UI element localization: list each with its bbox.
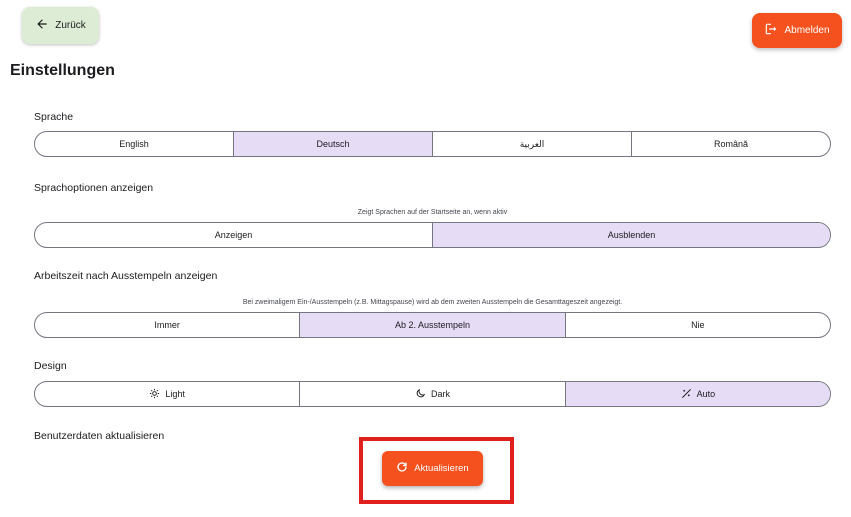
worktime-hint: Bei zweimaligem Ein-/Ausstempeln (z.B. M…	[242, 299, 623, 306]
language-section-label: Sprache	[34, 111, 74, 123]
back-button[interactable]: Zurück	[22, 7, 99, 44]
user-data-section-label: Benutzerdaten aktualisieren	[34, 430, 165, 442]
language-options-selector: Anzeigen Ausblenden	[34, 222, 831, 248]
language-options-hide[interactable]: Ausblenden	[433, 223, 830, 247]
worktime-option-second-clockout[interactable]: Ab 2. Ausstempeln	[300, 313, 566, 337]
auto-theme-icon	[681, 388, 692, 401]
language-option-english[interactable]: English	[35, 132, 234, 156]
design-option-auto[interactable]: Auto	[565, 382, 830, 406]
design-selector: Light Dark Auto	[34, 381, 831, 407]
language-option-romanian[interactable]: Română	[713, 139, 749, 149]
worktime-option-always[interactable]: Immer	[35, 313, 301, 337]
refresh-icon	[396, 461, 408, 476]
back-button-label: Zurück	[55, 20, 86, 31]
language-options-hint: Zeigt Sprachen auf der Startseite an, we…	[357, 209, 508, 216]
language-option-arabic[interactable]: العربية	[433, 132, 632, 156]
moon-icon	[415, 388, 426, 401]
logout-button-label: Abmelden	[784, 25, 830, 36]
refresh-button-label: Aktualisieren	[414, 463, 469, 474]
language-selector: English Deutsch العربية Română	[34, 131, 831, 157]
refresh-button[interactable]: Aktualisieren	[382, 451, 483, 486]
logout-button[interactable]: Abmelden	[752, 13, 842, 48]
logout-icon	[764, 22, 778, 39]
design-option-dark[interactable]: Dark	[300, 382, 566, 406]
arrow-left-icon	[35, 17, 49, 34]
design-section-label: Design	[34, 360, 67, 372]
worktime-section-label: Arbeitszeit nach Ausstempeln anzeigen	[34, 270, 218, 282]
page-title: Einstellungen	[10, 62, 115, 79]
sun-icon	[149, 388, 160, 401]
design-option-light[interactable]: Light	[35, 382, 301, 406]
language-options-show[interactable]: Anzeigen	[35, 223, 433, 247]
worktime-selector: Immer Ab 2. Ausstempeln Nie	[34, 312, 831, 338]
language-option-deutsch[interactable]: Deutsch	[234, 132, 433, 156]
worktime-option-never[interactable]: Nie	[691, 320, 705, 330]
language-options-section-label: Sprachoptionen anzeigen	[34, 182, 154, 194]
